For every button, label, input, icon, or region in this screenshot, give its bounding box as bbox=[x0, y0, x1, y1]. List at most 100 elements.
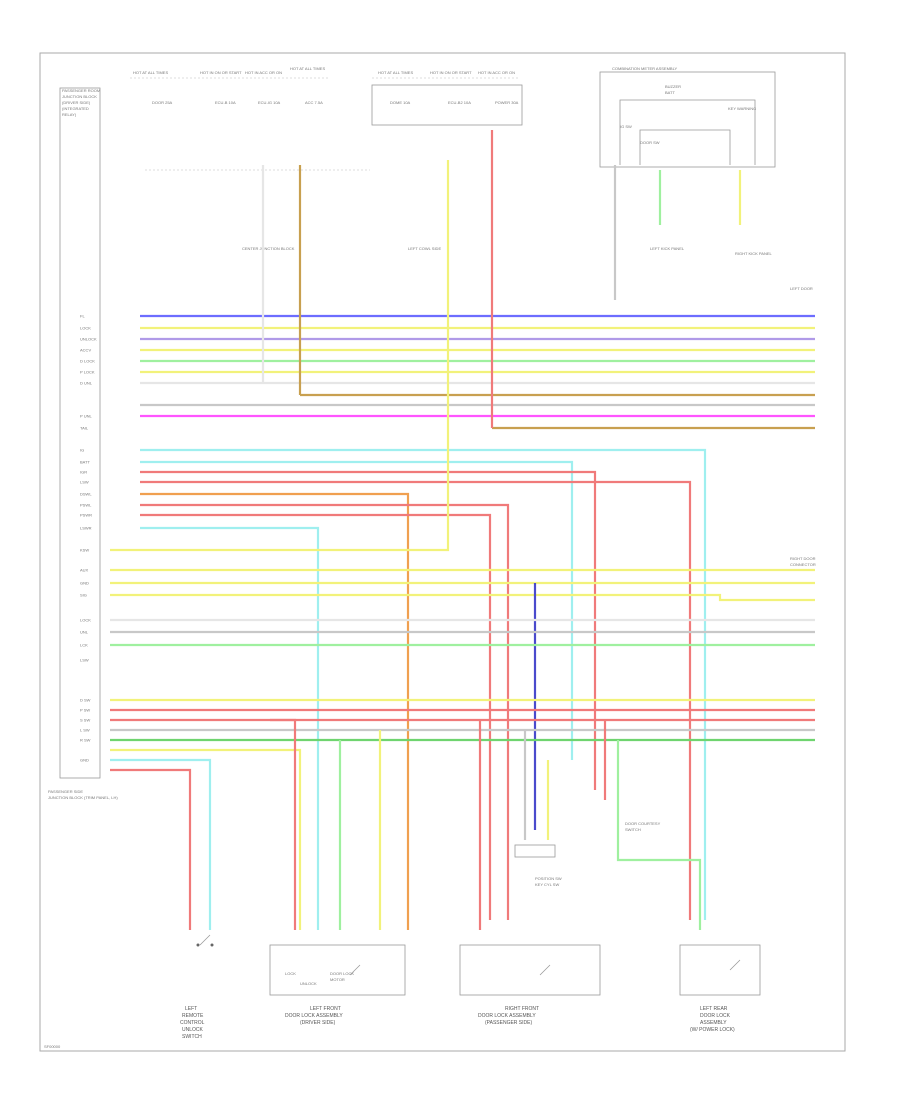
inline-connector-0: CENTER JUNCTION BLOCK bbox=[242, 246, 295, 251]
right-connector-labels: LEFT DOOR RIGHT DOOR CONNECTOR bbox=[790, 286, 816, 567]
inline-connector-2: LEFT KICK PANEL bbox=[650, 246, 685, 251]
wire-24 bbox=[140, 513, 492, 920]
top-fuse-heading-2: HOT IN ACC OR ON bbox=[245, 70, 282, 75]
bottom-comp-2-title-0: RIGHT FRONT bbox=[505, 1006, 539, 1012]
wire-42 bbox=[270, 718, 297, 930]
bottom-comp-0-title-2: CONTROL bbox=[180, 1020, 205, 1026]
pin-label: IG bbox=[80, 448, 84, 453]
pin-label: P SW bbox=[80, 708, 90, 713]
pin-label: SIG bbox=[80, 593, 87, 598]
top-fuse-heading-6: HOT IN ACC OR ON bbox=[478, 70, 515, 75]
wire-29 bbox=[110, 593, 815, 602]
pin-label: UNL bbox=[80, 630, 89, 635]
bottom-comp-0-title-3: UNLOCK bbox=[182, 1027, 204, 1033]
misc-label-3: UNLOCK bbox=[300, 981, 317, 986]
misc-label-2: LOCK bbox=[285, 971, 296, 976]
wire-45 bbox=[616, 740, 702, 930]
bottom-comp-1-title-1: DOOR LOCK ASSEMBLY bbox=[285, 1013, 343, 1019]
inline-connector-3: RIGHT KICK PANEL bbox=[735, 251, 773, 256]
pin-label: UNLOCK bbox=[80, 337, 97, 342]
wire-39 bbox=[110, 748, 302, 930]
bottom-comp-1-title-0: LEFT FRONT bbox=[310, 1006, 341, 1012]
left-unit-title-0: PASSENGER ROOM bbox=[62, 88, 100, 93]
pin-label: GND bbox=[80, 758, 89, 763]
misc-label-4: POSITION SW bbox=[535, 876, 562, 881]
pin-label: LSW bbox=[80, 658, 89, 663]
pin-label: FL bbox=[80, 314, 85, 319]
pin-label: LSWR bbox=[80, 526, 92, 531]
left-unit-title-4: RELAY) bbox=[62, 112, 77, 117]
wire-group bbox=[110, 130, 815, 930]
pin-label: KSW bbox=[80, 548, 89, 553]
wire-23 bbox=[140, 503, 510, 920]
misc-label-0: DOOR LOCK bbox=[330, 971, 354, 976]
right-connector-0: LEFT DOOR bbox=[790, 286, 813, 291]
wire-22 bbox=[140, 492, 410, 930]
bottom-components: LEFT REMOTE CONTROL UNLOCK SWITCH LEFT F… bbox=[180, 821, 761, 1040]
bottom-comp-0-title-0: LEFT bbox=[185, 1006, 197, 1012]
right-connector-1: RIGHT DOOR bbox=[790, 556, 816, 561]
pin-label: L SW bbox=[80, 728, 90, 733]
pin-label: GND bbox=[80, 581, 89, 586]
connector-block bbox=[514, 844, 556, 858]
pin-label: DSWL bbox=[80, 492, 92, 497]
pin-label: R SW bbox=[80, 738, 91, 743]
fuse-label-1: ECU-B 10A bbox=[215, 100, 236, 105]
bottom-comp-3-title-2: ASSEMBLY bbox=[700, 1020, 727, 1026]
left-unit-title-1: JUNCTION BLOCK bbox=[62, 94, 97, 99]
fuse-label-5: ECU-B2 10A bbox=[448, 100, 471, 105]
combination-label-1: BATT bbox=[665, 90, 675, 95]
wire-21 bbox=[140, 480, 692, 920]
wire-26 bbox=[110, 416, 450, 552]
diagram-frame bbox=[39, 52, 846, 1052]
combination-meter-title: COMBINATION METER ASSEMBLY bbox=[612, 66, 678, 71]
inline-connector-labels: CENTER JUNCTION BLOCK LEFT COWL SIDE LEF… bbox=[242, 246, 773, 256]
pin-label: PSWR bbox=[80, 513, 92, 518]
bottom-comp-0-title-4: SWITCH bbox=[182, 1034, 202, 1040]
bottom-comp-3-title-0: LEFT REAR bbox=[700, 1006, 728, 1012]
fuse-label-0: DOOR 25A bbox=[152, 100, 173, 105]
combination-label-4: DOOR SW bbox=[640, 140, 660, 145]
pin-label: S SW bbox=[80, 718, 90, 723]
left-front-lock-box bbox=[269, 944, 406, 996]
pin-label: LCK bbox=[80, 643, 88, 648]
pin-label: D LOCK bbox=[80, 359, 95, 364]
pin-label: LOCK bbox=[80, 326, 91, 331]
pin-label: ACCV bbox=[80, 348, 91, 353]
pin-label: P UNL bbox=[80, 414, 92, 419]
wire-19 bbox=[140, 460, 574, 760]
left-junction-block: PASSENGER ROOM JUNCTION BLOCK (DRIVER SI… bbox=[48, 87, 118, 800]
wire-20 bbox=[140, 470, 597, 790]
left-unit-bottom-1: JUNCTION BLOCK (TRIM PANEL, LH) bbox=[48, 795, 118, 800]
wire-25 bbox=[140, 526, 320, 930]
fuse-label-6: POWER 30A bbox=[495, 100, 519, 105]
top-fuse-heading-4: HOT AT ALL TIMES bbox=[378, 70, 413, 75]
bottom-comp-3-title-3: (W/ POWER LOCK) bbox=[690, 1027, 735, 1033]
switch-symbols bbox=[196, 934, 741, 976]
wire-40 bbox=[110, 758, 212, 930]
top-fuse-heading-5: HOT IN ON OR START bbox=[430, 70, 472, 75]
left-rear-lock-box bbox=[679, 944, 761, 996]
pin-label: PSWL bbox=[80, 503, 92, 508]
top-fuse-heading-0: HOT AT ALL TIMES bbox=[133, 70, 168, 75]
pin-label: TAIL bbox=[80, 426, 89, 431]
bottom-comp-1-title-2: (DRIVER SIDE) bbox=[300, 1020, 336, 1026]
wire-18 bbox=[140, 448, 707, 920]
pin-label: BATT bbox=[80, 460, 90, 465]
misc-label-7: SWITCH bbox=[625, 827, 641, 832]
pin-label: LSW bbox=[80, 480, 89, 485]
right-front-lock-box bbox=[459, 944, 601, 996]
pin-label: LOCK bbox=[80, 618, 91, 623]
top-fuse-heading-1: HOT IN ON OR START bbox=[200, 70, 242, 75]
combination-label-2: KEY WARNING bbox=[728, 106, 756, 111]
pin-label: D UNL bbox=[80, 381, 93, 386]
pin-label: AUX bbox=[80, 568, 89, 573]
misc-label-1: MOTOR bbox=[330, 977, 345, 982]
misc-label-5: KEY CYL SW bbox=[535, 882, 559, 887]
left-unit-title-2: (DRIVER SIDE) bbox=[62, 100, 91, 105]
fuse-label-3: ACC 7.5A bbox=[305, 100, 323, 105]
right-connector-2: CONNECTOR bbox=[790, 562, 816, 567]
left-unit-bottom-0: PASSENGER SIDE bbox=[48, 789, 83, 794]
combination-label-0: BUZZER bbox=[665, 84, 681, 89]
